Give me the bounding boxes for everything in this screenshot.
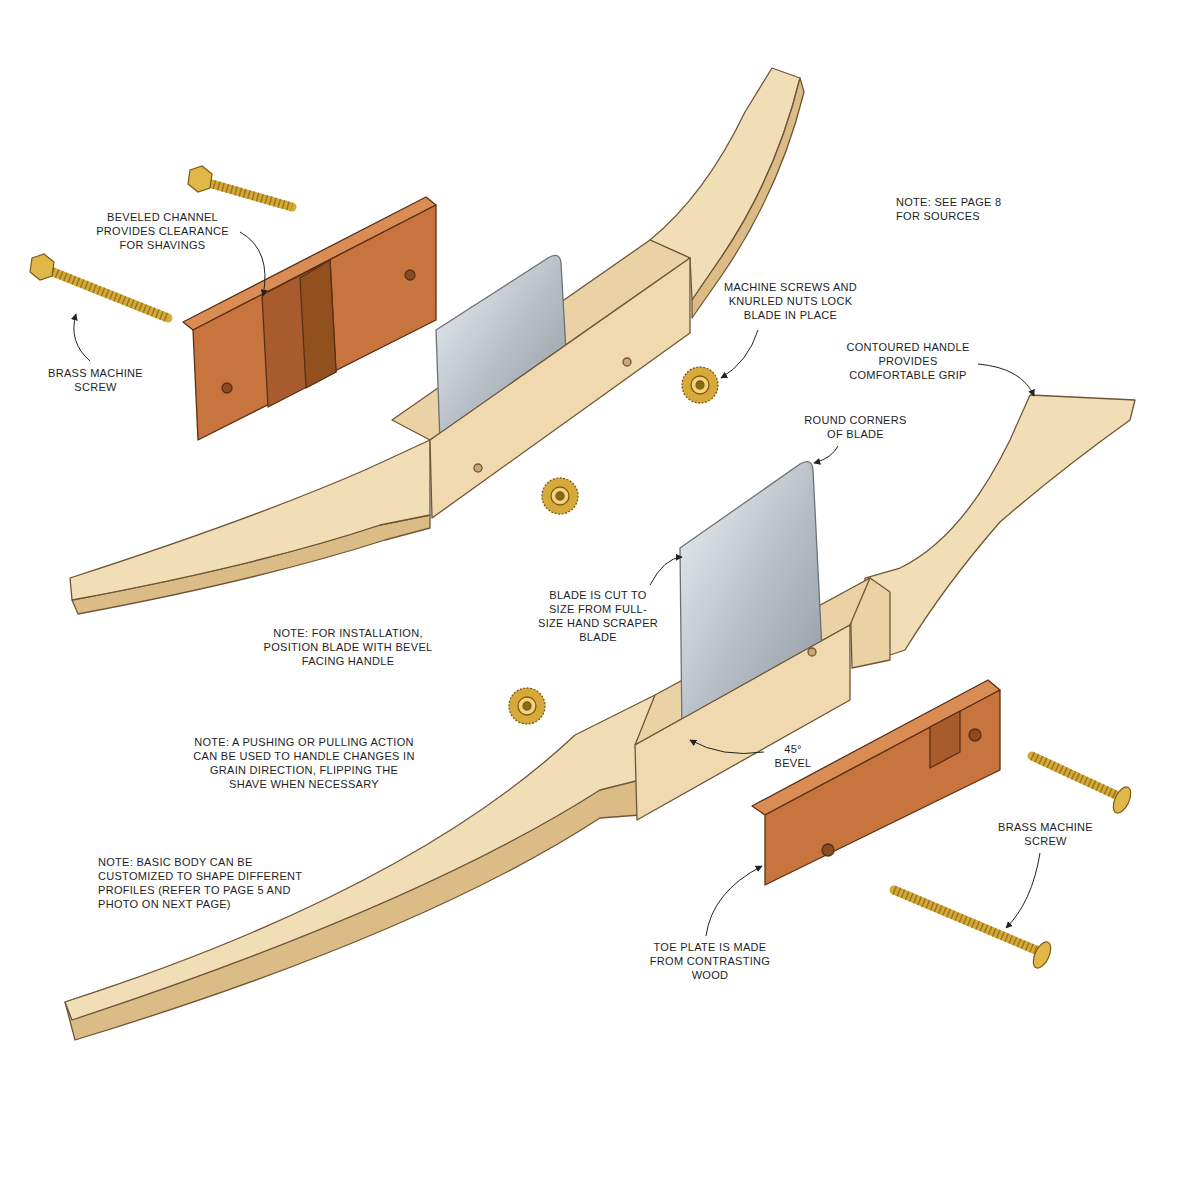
callout-label: BRASS MACHINE SCREW: [48, 366, 143, 394]
callout-label: TOE PLATE IS MADE FROM CONTRASTING WOOD: [640, 940, 780, 982]
brass-screw: [30, 166, 292, 318]
leader-line: [74, 232, 1040, 936]
callout-label: NOTE: BASIC BODY CAN BE CUSTOMIZED TO SH…: [98, 855, 320, 911]
callout-label: BEVELED CHANNEL PROVIDES CLEARANCE FOR S…: [95, 210, 230, 252]
callout-label: NOTE: A PUSHING OR PULLING ACTION CAN BE…: [190, 735, 418, 791]
callout-label: BRASS MACHINE SCREW: [998, 820, 1093, 848]
callout-label: 45° BEVEL: [768, 742, 818, 770]
brass-screw: [894, 756, 1134, 971]
callout-label: NOTE: FOR INSTALLATION, POSITION BLADE W…: [248, 626, 448, 668]
bottom-toe-plate: [752, 680, 1000, 885]
callout-label: MACHINE SCREWS AND KNURLED NUTS LOCK BLA…: [718, 280, 863, 322]
top-spokeshave: [70, 68, 804, 614]
callout-label: CONTOURED HANDLE PROVIDES COMFORTABLE GR…: [838, 340, 978, 382]
callout-label: BLADE IS CUT TO SIZE FROM FULL-SIZE HAND…: [538, 588, 658, 644]
callout-label: NOTE: SEE PAGE 8 FOR SOURCES: [896, 195, 1011, 223]
bottom-spokeshave: [65, 395, 1135, 1040]
callout-label: ROUND CORNERS OF BLADE: [798, 413, 913, 441]
